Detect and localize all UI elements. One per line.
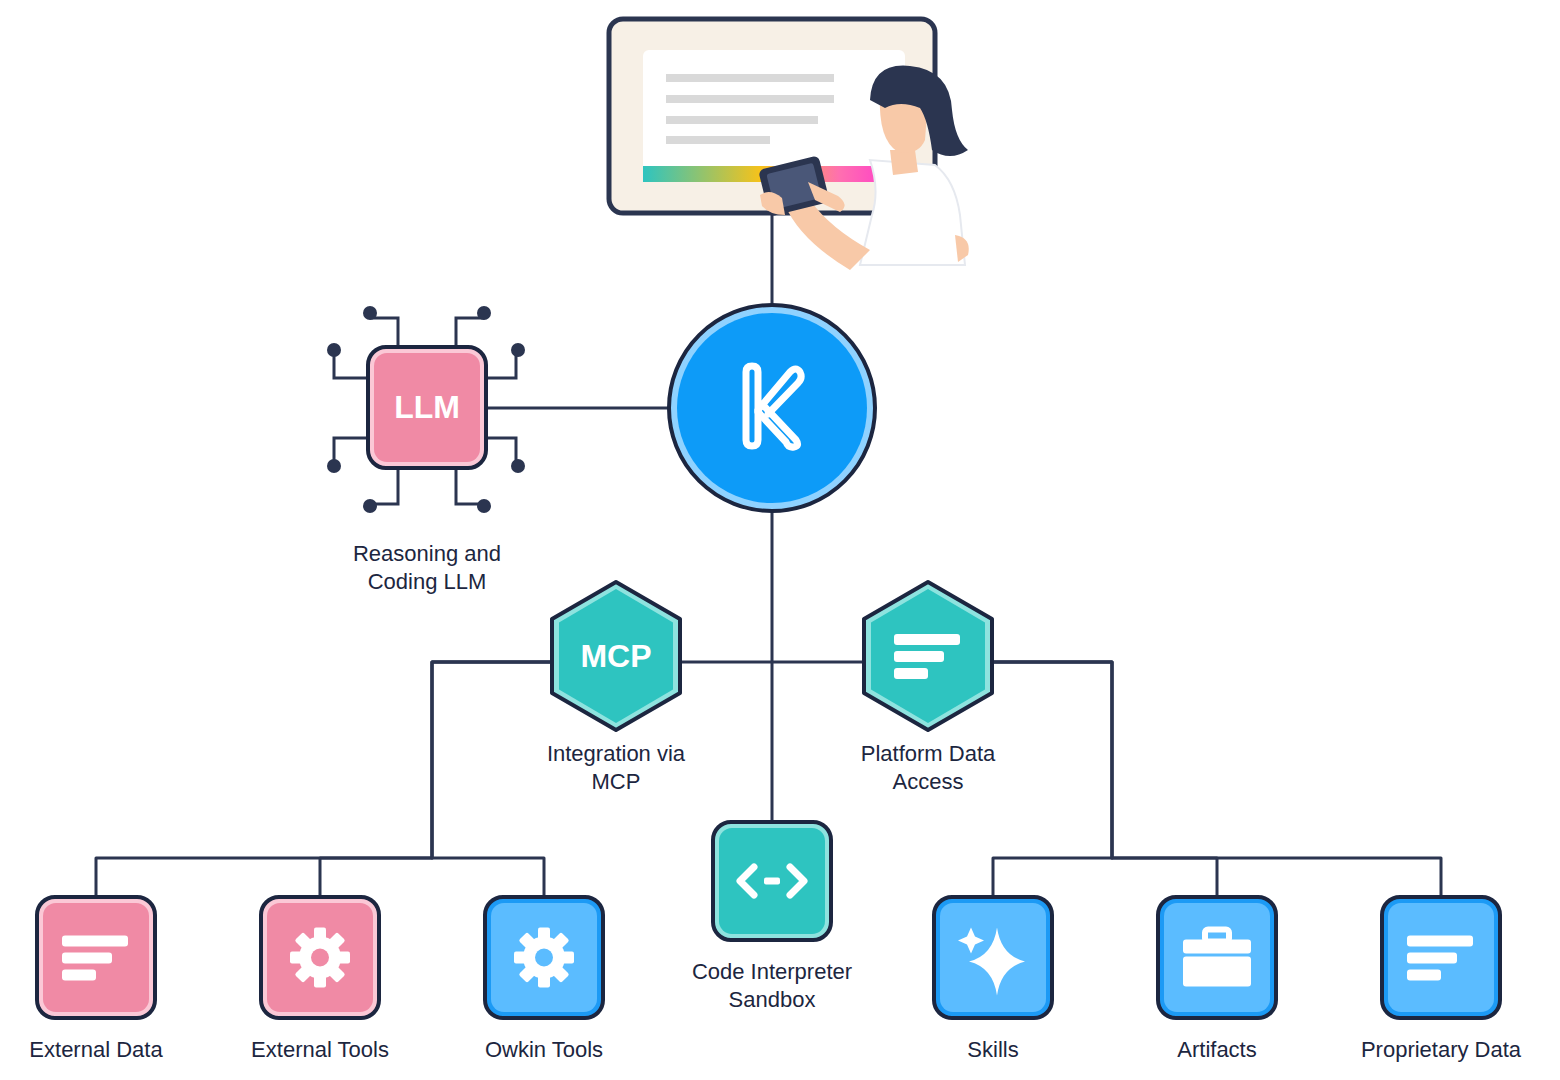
node-caption: Owkin Tools	[485, 1036, 603, 1064]
hexagon-node: Platform Data Access	[862, 580, 994, 732]
icon-box: External Data	[35, 895, 157, 1020]
node-caption: External Tools	[251, 1036, 389, 1064]
connector-line	[994, 662, 1217, 895]
icon-box: External Tools	[259, 895, 381, 1020]
connector	[994, 662, 1217, 895]
node-shape	[1156, 895, 1278, 1020]
node-shape	[1380, 895, 1502, 1020]
node-caption: Integration via MCP	[541, 740, 691, 796]
node-caption: Reasoning and Coding LLM	[332, 540, 522, 596]
connector	[432, 662, 550, 895]
node-shape	[483, 895, 605, 1020]
node-title: LLM	[394, 389, 460, 426]
icon-box: Artifacts	[1156, 895, 1278, 1020]
icon-box: Proprietary Data	[1380, 895, 1502, 1020]
node-shape	[259, 895, 381, 1020]
connector	[994, 662, 1441, 895]
node-shape	[711, 820, 833, 942]
node-title: MCP	[580, 638, 651, 675]
connector-line	[432, 662, 550, 895]
icon	[958, 928, 1025, 996]
node-caption: Skills	[967, 1036, 1018, 1064]
node-shape	[932, 895, 1054, 1020]
node-title-wrap: LLM	[366, 345, 488, 470]
icon-box: Owkin Tools	[483, 895, 605, 1020]
connector	[320, 662, 550, 895]
icon	[740, 867, 804, 895]
node-caption: Artifacts	[1177, 1036, 1256, 1064]
connector	[96, 662, 550, 895]
connector-line	[320, 662, 550, 895]
connector	[993, 662, 1112, 895]
node-caption: Code Interpreter Sandbox	[667, 958, 877, 1014]
icon-box: LLMReasoning and Coding LLM	[366, 345, 488, 470]
icon-box: Code Interpreter Sandbox	[711, 820, 833, 942]
node-shape	[35, 895, 157, 1020]
icon	[894, 634, 960, 679]
node-caption: Platform Data Access	[843, 740, 1013, 796]
icon-box: Skills	[932, 895, 1054, 1020]
icon	[514, 928, 574, 988]
icon	[62, 936, 128, 981]
connector-line	[994, 662, 1441, 895]
icon	[1407, 936, 1473, 981]
node-caption: External Data	[29, 1036, 162, 1064]
node-shape	[862, 580, 994, 732]
icon	[290, 928, 350, 988]
connector-line	[993, 662, 1112, 895]
hexagon-node: MCPIntegration via MCP	[550, 580, 682, 732]
node-title-wrap: MCP	[550, 580, 682, 732]
node-caption: Proprietary Data	[1361, 1036, 1521, 1064]
icon	[1183, 930, 1251, 987]
connector-line	[96, 662, 550, 895]
